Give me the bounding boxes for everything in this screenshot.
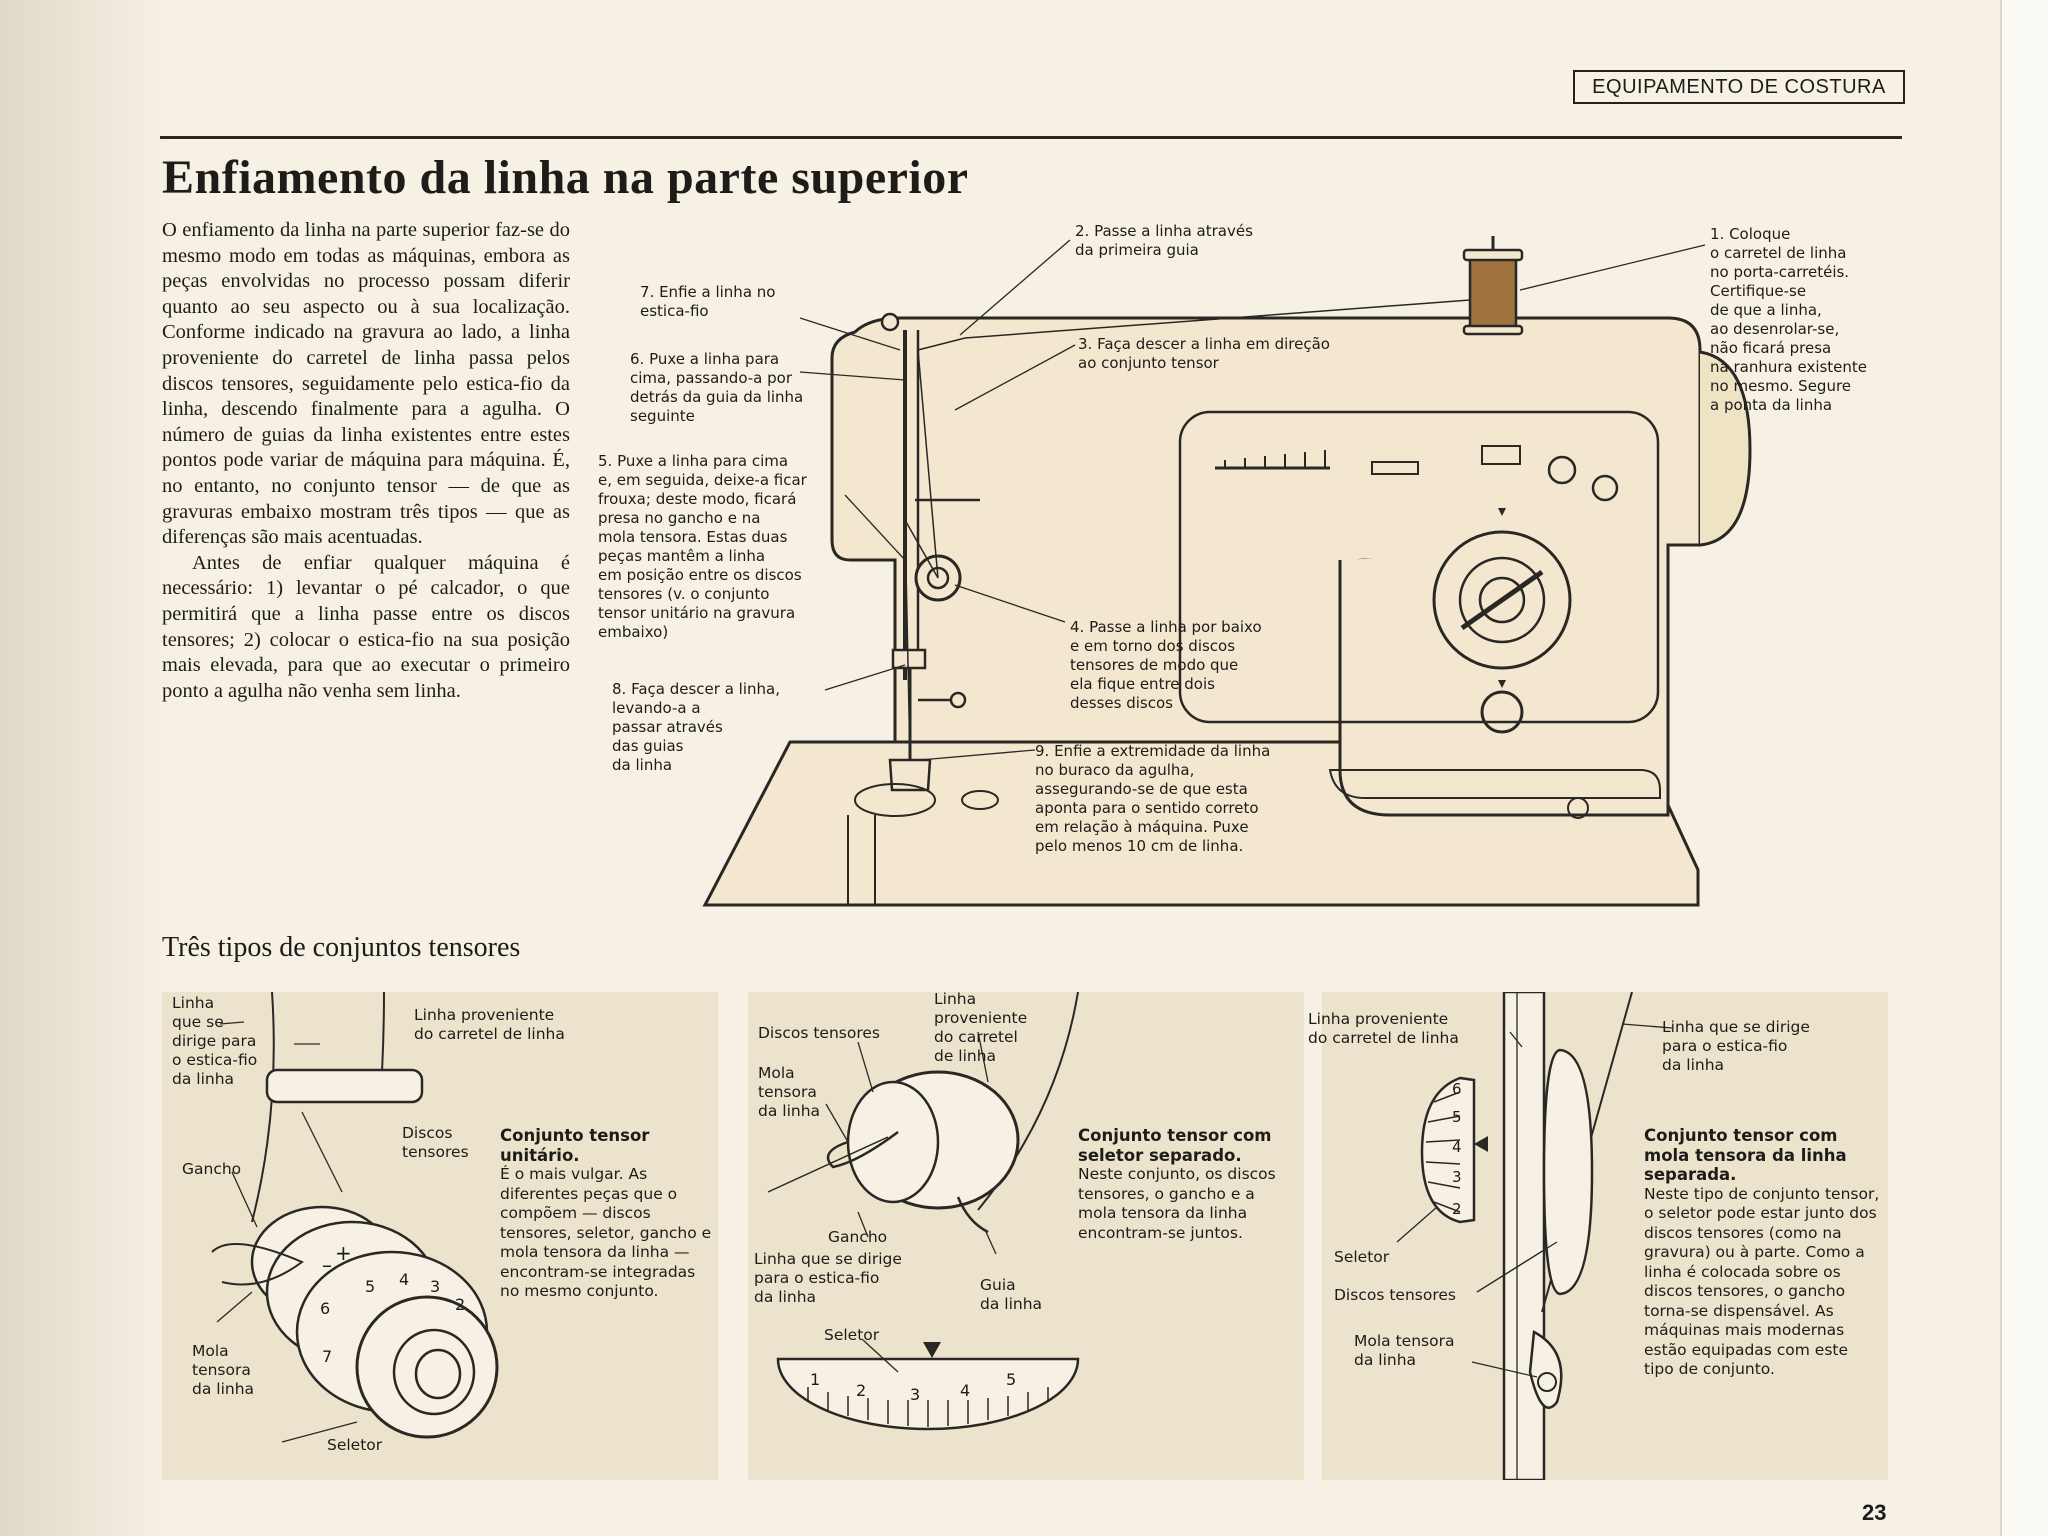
label-tension-spring: Mola tensora da linha [1354,1332,1455,1369]
step-7-label: 7. Enfie a linha no estica-fio [640,283,776,320]
panel-unitary-tension: + – 2 3 4 5 6 7 Linha que se dirige para… [162,992,718,1480]
dial-number: 3 [1452,1168,1462,1186]
dial-number: 5 [365,1277,375,1296]
body-paragraph-2: Antes de enfiar qualquer máquina é neces… [162,551,570,702]
label-tension-spring: Mola tensora da linha [192,1342,255,1398]
dial-number: 5 [1006,1370,1016,1389]
label-tension-discs: Discos tensores [402,1124,469,1161]
dial-number: 2 [455,1295,465,1314]
dial-number: 4 [960,1381,970,1400]
dial-number: + [335,1241,352,1265]
page-title: Enfiamento da linha na parte superior [162,151,969,204]
panel-3-title: Conjunto tensor com mola tensora da linh… [1644,1126,1847,1184]
step-3-label: 3. Faça descer a linha em direção ao con… [1078,335,1330,372]
label-tension-spring: Mola tensora da linha [758,1064,821,1120]
dial-number: 6 [320,1299,330,1318]
label-thread-from-spool: Linha proveniente do carretel de linha [1308,1010,1459,1047]
panel-2-title: Conjunto tensor com seletor separado. [1078,1126,1272,1165]
step-9-label: 9. Enfie a extremidade da linha no burac… [1035,742,1271,855]
step-5-label: 5. Puxe a linha para cima e, em seguida,… [598,452,807,641]
panel-1-description: Conjunto tensor unitário. É o mais vulga… [500,1126,712,1302]
stitch-selector-dial [1432,530,1572,670]
panel-1-title: Conjunto tensor unitário. [500,1126,650,1165]
dial-number: 4 [399,1270,409,1289]
step-6-label: 6. Puxe a linha para cima, passando-a po… [630,350,804,425]
separate-spring-drawing: 6 5 4 3 2 [1396,992,1673,1480]
spool-of-thread [1468,254,1518,332]
unitary-tension-drawing: + – 2 3 4 5 6 7 [211,992,499,1443]
step-4-label: 4. Passe a linha por baixo e em torno do… [1070,618,1262,712]
dial-number: 3 [910,1385,920,1404]
label-thread-guide: Guia da linha [980,1276,1043,1313]
dial-number: 6 [1452,1080,1462,1098]
dial-number: – [322,1253,332,1277]
label-selector: Seletor [327,1436,383,1454]
label-thread-to-take-up: Linha que se dirige para o estica-fio da… [1662,1018,1810,1074]
header-rule [160,136,1902,139]
dial-number: 5 [1452,1108,1462,1126]
label-selector: Seletor [824,1326,880,1344]
dial-number: 4 [1452,1138,1462,1156]
label-thread-to-take-up: Linha que se dirige para o estica-fio da… [754,1250,902,1306]
dial-number: 3 [430,1277,440,1296]
label-tension-discs: Discos tensores [758,1024,880,1042]
body-text: O enfiamento da linha na parte superior … [162,218,570,704]
step-1-label: 1. Coloque o carretel de linha no porta-… [1710,225,1868,414]
label-thread-to-take-up: Linha que se dirige para o estica-fio da… [172,994,258,1088]
panel-3-text: Neste tipo de conjunto tensor, o seletor… [1644,1184,1880,1379]
book-spine-shadow [0,0,170,1536]
panel-separate-selector: 1 2 3 4 5 Discos tensores Linha provenie… [748,990,1304,1480]
label-tension-discs: Discos tensores [1334,1286,1456,1304]
step-2-label: 2. Passe a linha através da primeira gui… [1075,222,1253,259]
section-label: EQUIPAMENTO DE COSTURA [1573,70,1905,104]
separate-selector-drawing: 1 2 3 4 5 [767,992,1080,1431]
dial-number: 2 [1452,1200,1462,1218]
panel-separate-spring: 6 5 4 3 2 Linha proveniente do carretel … [1308,992,1888,1480]
label-thread-from-spool: Linha proveniente do carretel de linha [934,990,1028,1065]
panel-3-description: Conjunto tensor com mola tensora da linh… [1644,1126,1880,1380]
page-number: 23 [1862,1500,1887,1525]
body-paragraph-1: O enfiamento da linha na parte superior … [162,219,570,549]
handwheel [1699,350,1752,547]
label-thread-from-spool: Linha proveniente do carretel de linha [414,1006,565,1043]
label-hook: Gancho [828,1228,888,1246]
label-selector: Seletor [1334,1248,1390,1266]
tension-types-subheading: Três tipos de conjuntos tensores [162,932,521,963]
panel-2-text: Neste conjunto, os discos tensores, o ga… [1078,1165,1276,1242]
panel-1-text: É o mais vulgar. As diferentes peças que… [500,1165,712,1300]
dial-number: 2 [856,1381,866,1400]
step-8-label: 8. Faça descer a linha, levando-a a pass… [612,680,780,774]
page-edge [2000,0,2048,1536]
label-hook: Gancho [182,1160,242,1178]
dial-number: 7 [322,1347,332,1366]
lower-knob [1480,690,1524,734]
dial-number: 1 [810,1370,820,1389]
panel-2-description: Conjunto tensor com seletor separado. Ne… [1078,1126,1290,1243]
